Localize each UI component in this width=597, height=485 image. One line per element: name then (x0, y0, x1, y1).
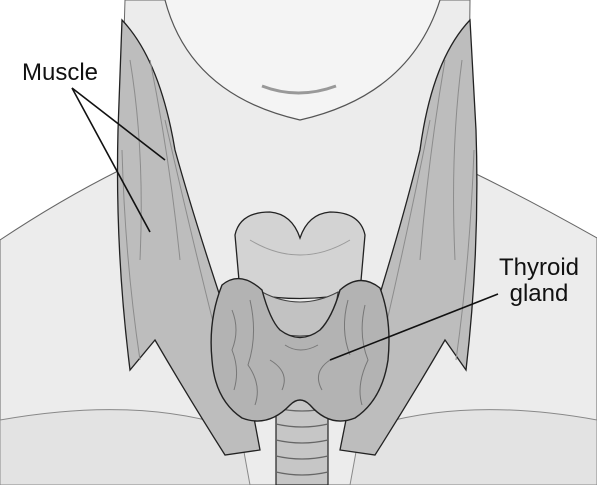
thyroid-label-line2: gland (494, 281, 584, 307)
thyroid-label-line1: Thyroid (494, 255, 584, 281)
thyroid-gland-label: Thyroid gland (494, 255, 584, 307)
muscle-label: Muscle (22, 60, 98, 86)
